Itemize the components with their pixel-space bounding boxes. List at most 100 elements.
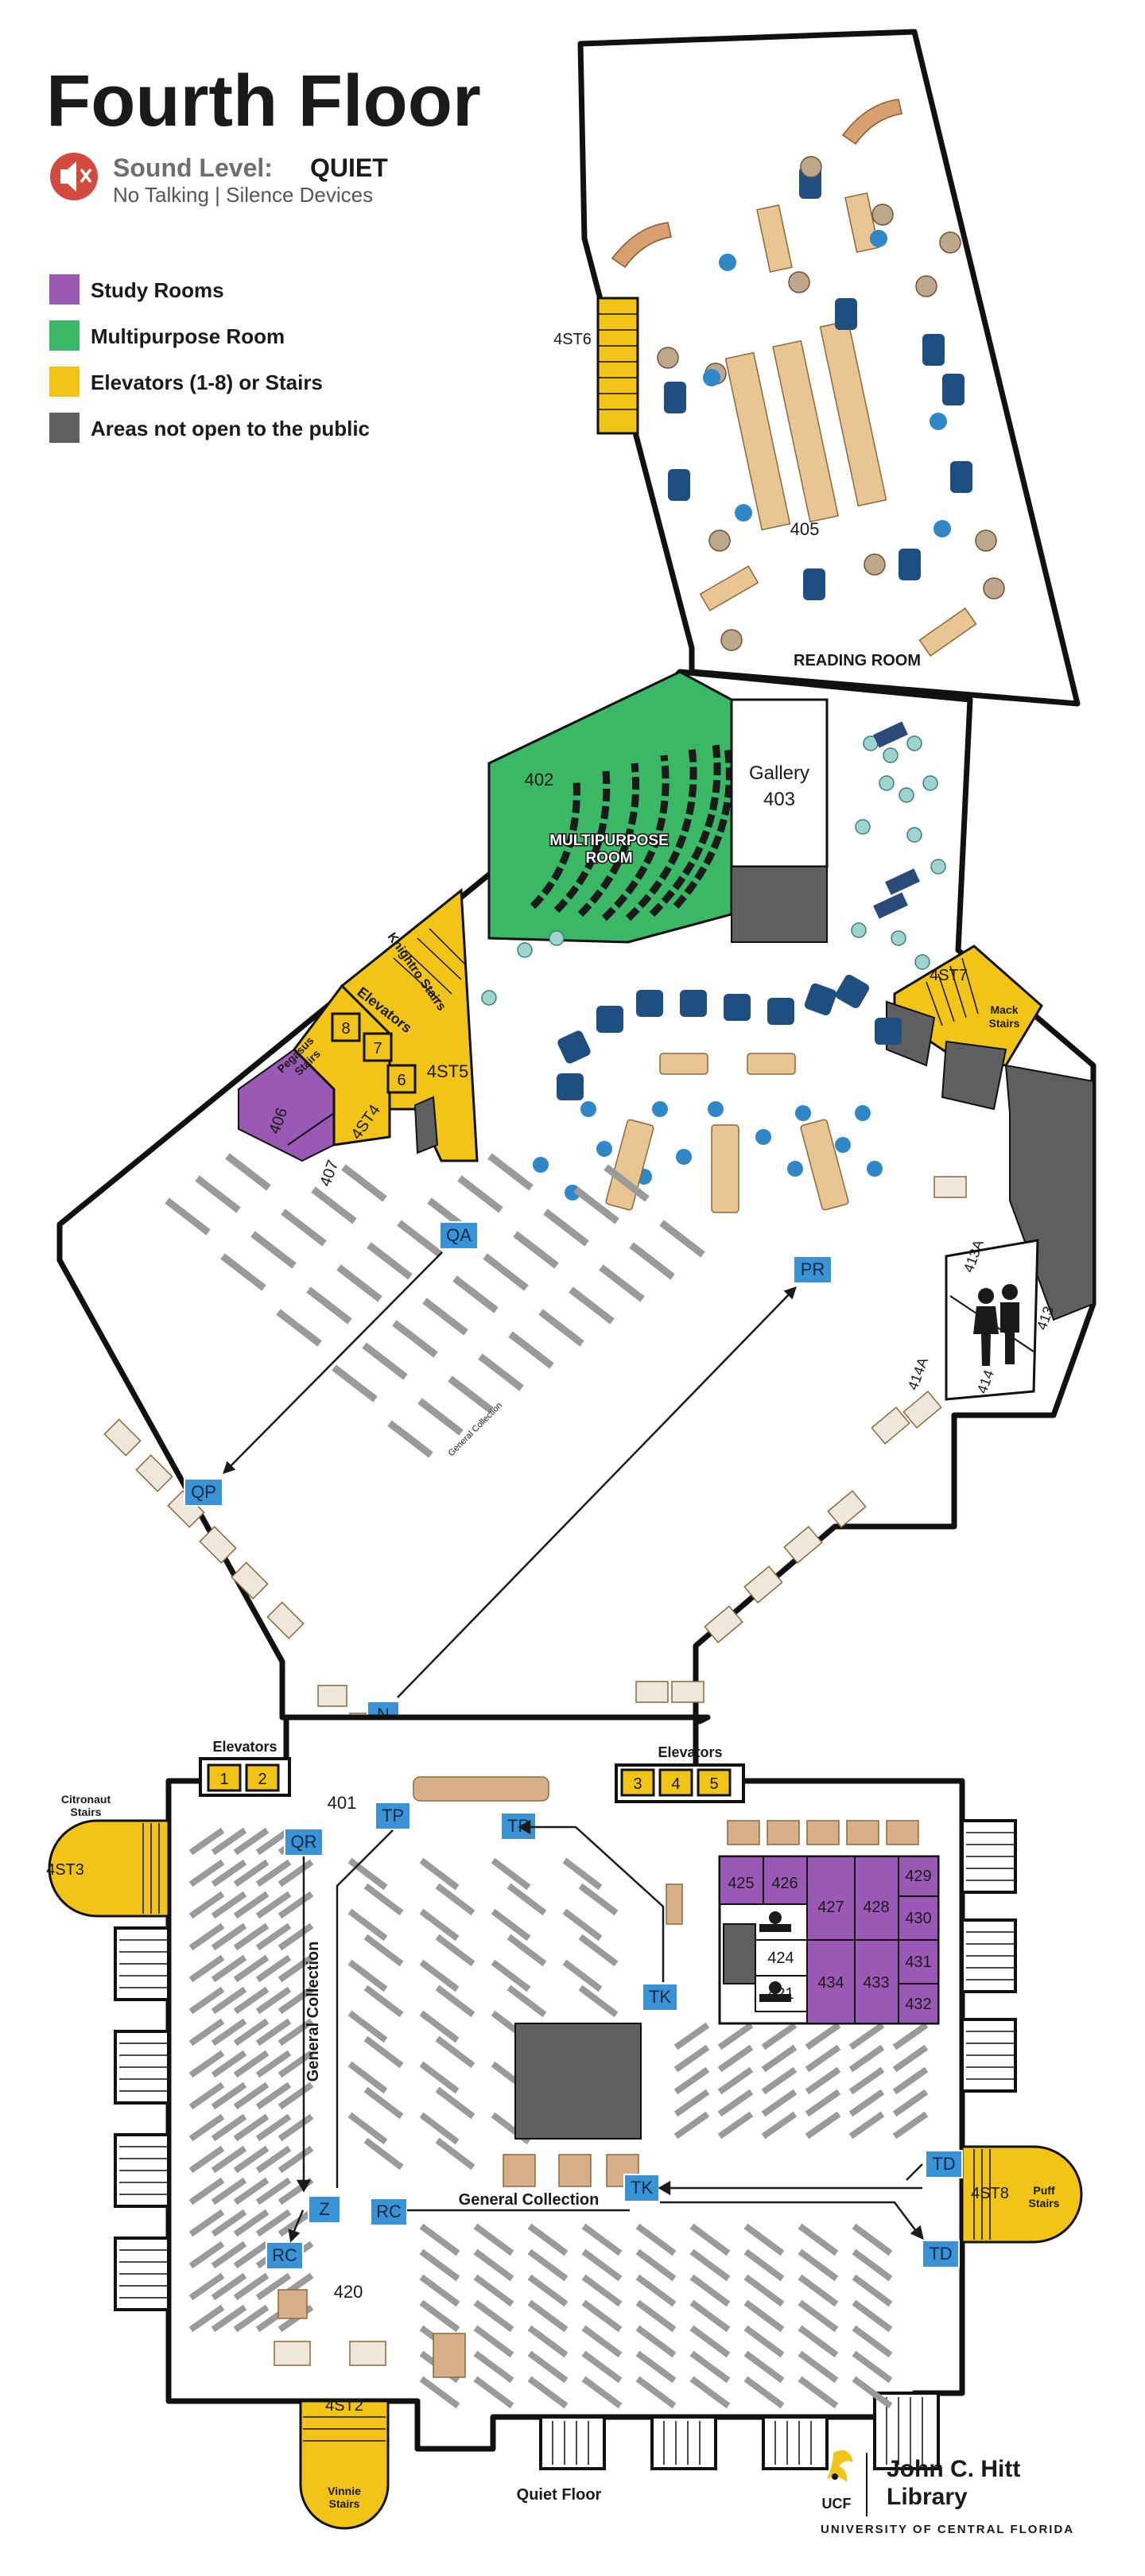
shelf-unit [717,2111,754,2140]
svg-text:TK: TK [631,2178,653,2198]
shelf-unit [188,1986,225,2015]
room-number-421: 421 [767,1985,794,2003]
reading-room-tables [699,192,977,657]
stairs-label-vinnie-2: Stairs [329,2497,360,2510]
shelf-unit [798,2376,839,2409]
elevator-6: 6 [397,1072,406,1089]
shelf-unit [419,1908,460,1942]
shelf-unit [347,1908,388,1942]
shelf-unit [387,1420,433,1458]
shelf-unit [507,1883,547,1916]
shelf-unit [743,2248,785,2282]
shelf-unit [211,2304,247,2333]
call-number-tk-2: TK [623,2174,660,2202]
shelf-unit [255,1986,292,2015]
svg-text:QP: QP [191,1482,216,1502]
legend-swatch-multipurpose [49,320,80,351]
shelf-unit [341,1164,387,1202]
shelf-unit [581,2248,623,2282]
shelf-unit [852,2350,893,2384]
shelf-unit [278,1922,314,1951]
ucf-logo: UCF John C. Hitt Library UNIVERSITY OF C… [821,2450,1073,2536]
shelf-unit [513,1231,559,1269]
shelf-unit [188,1891,225,1919]
room-number-433: 433 [863,1974,889,1992]
upper-shelving [165,1153,705,1458]
stairs-label-mack-1: Mack [990,1003,1018,1016]
shelf-unit [233,2272,270,2301]
shelf-unit [233,2209,270,2237]
shelf-unit [635,2223,677,2256]
shelf-unit [761,2066,798,2095]
shelf-unit [473,2248,514,2282]
shelf-unit [743,2223,785,2256]
elevators-label-left: Elevators [212,1739,277,1755]
general-collection-label-horizontal: General Collection [459,2191,600,2209]
shelf-unit [491,1908,531,1942]
shelf-unit [188,2113,225,2142]
sound-level-label: Sound Level: [113,153,273,182]
shelf-unit [635,2248,677,2282]
room-number-405: 405 [790,519,820,539]
shelf-unit [278,1859,314,1887]
svg-text:Z: Z [319,2199,329,2219]
shelf-unit [527,2299,569,2333]
shelf-unit [255,2018,292,2046]
elevator-bank-right: 3 4 5 Elevators [615,1744,745,1803]
auditorium-seating [530,743,733,921]
shelf-unit [233,2113,270,2142]
shelf-unit [188,2050,225,2078]
svg-text:QR: QR [291,1832,317,1852]
shelf-unit [578,1883,619,1916]
shelf-unit [743,2376,785,2409]
shelf-unit [362,1342,408,1380]
shelf-unit [211,2240,247,2269]
elevator-3: 3 [633,1775,642,1793]
elevator-8: 8 [341,1020,350,1038]
shelf-unit [798,2325,839,2358]
shelf-unit [255,2272,292,2301]
shelf-unit [491,1959,531,1992]
shelf-unit [562,1857,603,1891]
shelf-unit [367,1242,413,1280]
shelf-unit [211,2113,247,2142]
shelf-unit [581,2223,623,2256]
svg-text:TP: TP [382,1806,404,1825]
reading-room-window-seats [611,99,902,269]
shelf-unit [798,2299,839,2333]
shelf-unit [255,2177,292,2206]
shelf-unit [848,2044,885,2073]
shelf-unit [852,2299,893,2333]
shelf-unit [363,2137,404,2171]
shelf-unit [717,2044,754,2073]
shelf-unit [336,1264,382,1302]
shelf-unit [419,2274,460,2307]
shelf-unit [188,2145,225,2174]
restricted-area-center [514,2023,642,2140]
shelf-unit [435,2035,475,2069]
shelf-unit [892,2066,929,2095]
shelf-unit [507,1984,547,2018]
shelf-unit [233,2177,270,2206]
shelf-unit [569,1286,615,1325]
shelf-unit [798,2248,839,2282]
shelf-unit [543,1208,589,1247]
reading-room-405: 405 READING ROOM [577,29,1081,707]
shelf-unit [673,2111,710,2140]
ucf-wordmark: UCF [822,2496,852,2512]
shelf-unit [573,1186,619,1224]
shelf-unit [419,2376,460,2409]
shelf-unit [363,1883,404,1916]
elevator-4: 4 [671,1775,680,1793]
shelf-unit [635,2325,677,2358]
stairs-label-puff-1: Puff [1033,2184,1055,2197]
shelf-unit [892,2111,929,2140]
shelf-unit [255,2050,292,2078]
shelf-unit [276,1309,322,1347]
sound-level-note: No Talking | Silence Devices [113,183,373,207]
shelf-unit [278,1891,314,1919]
shelf-unit [805,2044,841,2073]
legend-swatch-elevators [49,367,80,397]
shelf-unit [689,2350,731,2384]
svg-text:TD: TD [929,2244,952,2264]
